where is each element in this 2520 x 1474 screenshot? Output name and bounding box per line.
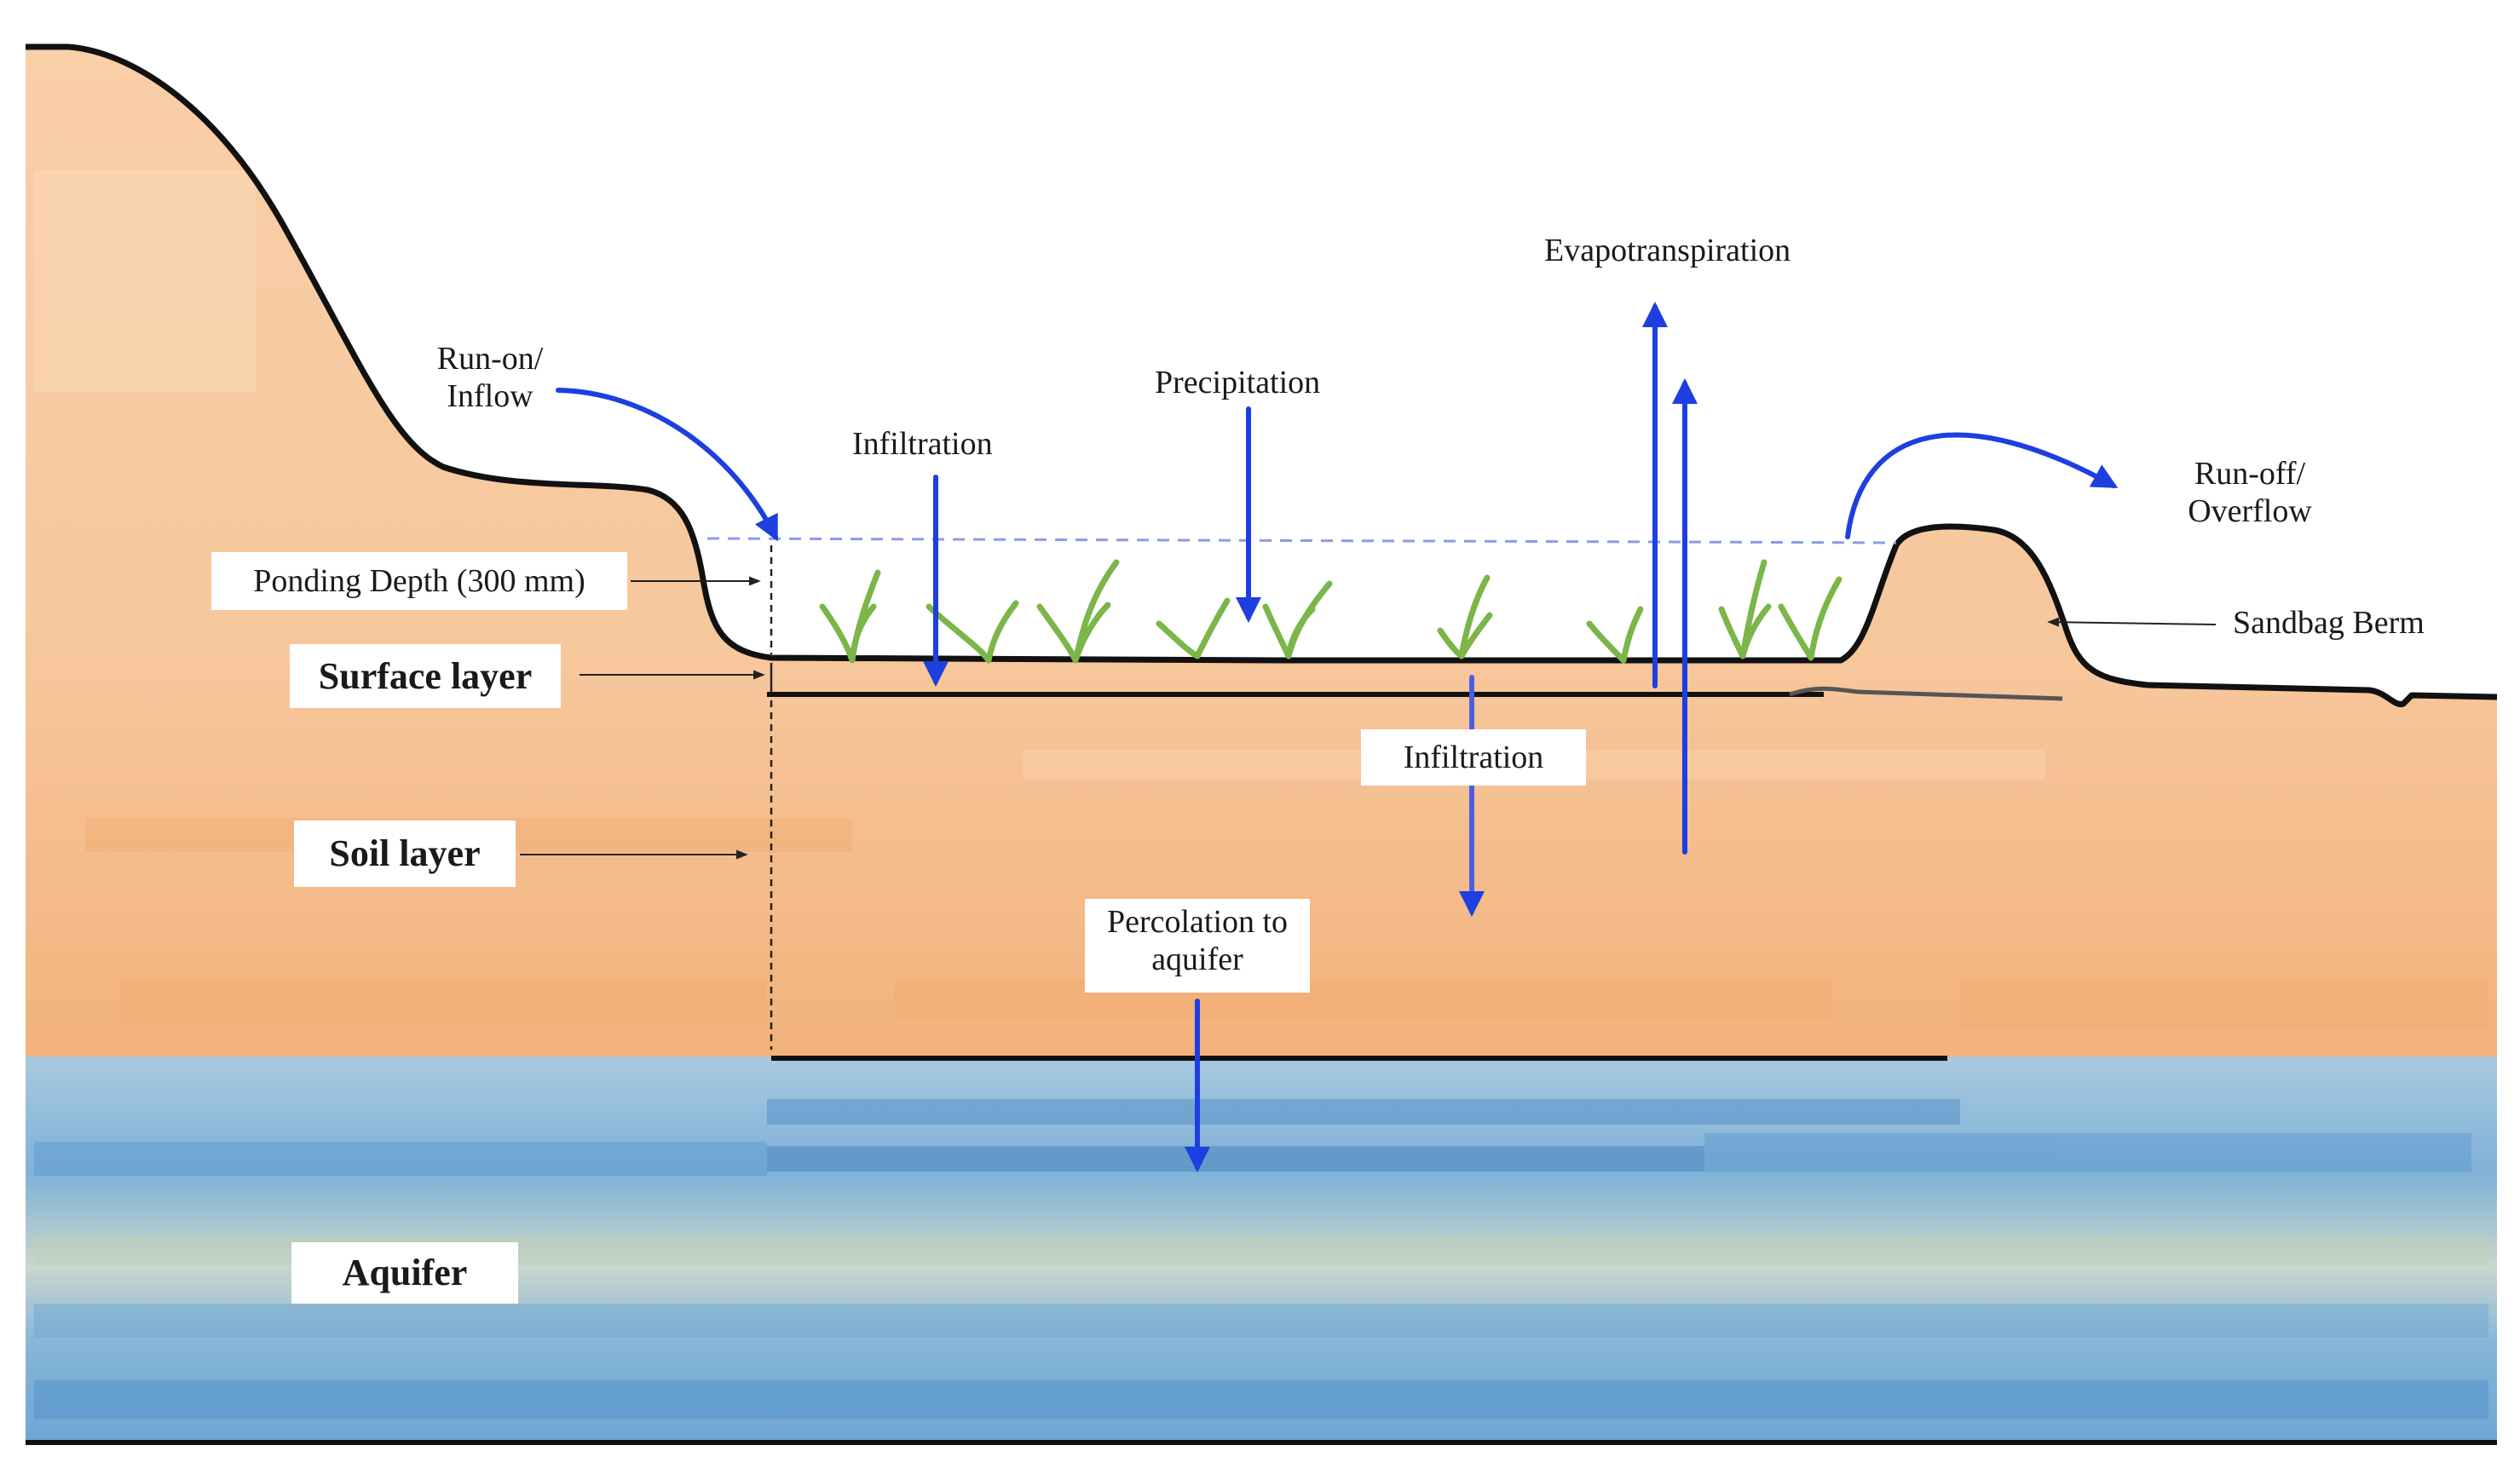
infiltration-label-top: Infiltration bbox=[852, 426, 993, 462]
percolation-label: Percolation to aquifer bbox=[1085, 899, 1310, 993]
run-on-label: Run-on/ Inflow bbox=[422, 341, 558, 415]
run-off-label-line2: Overflow bbox=[2188, 492, 2312, 529]
run-off-label: Run-off/ Overflow bbox=[2165, 456, 2335, 530]
surface-layer-label: Surface layer bbox=[290, 644, 561, 708]
berm-leader bbox=[2047, 617, 2217, 627]
ponding-depth-label: Ponding Depth (300 mm) bbox=[211, 552, 627, 610]
ground-surface-line bbox=[26, 43, 2498, 708]
aquifer-label: Aquifer bbox=[291, 1242, 518, 1304]
percolation-label-line2: aquifer bbox=[1151, 941, 1243, 977]
run-on-arrow bbox=[556, 388, 778, 542]
vegetation bbox=[819, 559, 1842, 664]
soil-body bbox=[26, 47, 2497, 1057]
berm-base-line bbox=[1789, 686, 2063, 701]
run-off-arrow bbox=[1845, 432, 2119, 539]
evapotranspiration-label: Evapotranspiration bbox=[1544, 233, 1791, 268]
sky bbox=[26, 0, 2520, 705]
run-on-label-line2: Inflow bbox=[447, 377, 533, 414]
precipitation-label: Precipitation bbox=[1155, 365, 1321, 400]
ponding-level-line bbox=[706, 537, 1897, 544]
percolation-label-line1: Percolation to bbox=[1106, 904, 1289, 940]
run-off-label-line1: Run-off/ bbox=[2194, 456, 2306, 492]
aquifer-texture bbox=[34, 1099, 2488, 1419]
process-arrows bbox=[556, 302, 2119, 1172]
sandbag-berm-label: Sandbag Berm bbox=[2233, 605, 2425, 641]
run-on-label-line1: Run-on/ bbox=[436, 341, 544, 377]
soil-layer-label: Soil layer bbox=[294, 820, 516, 887]
infiltration-label-mid: Infiltration bbox=[1361, 729, 1586, 786]
